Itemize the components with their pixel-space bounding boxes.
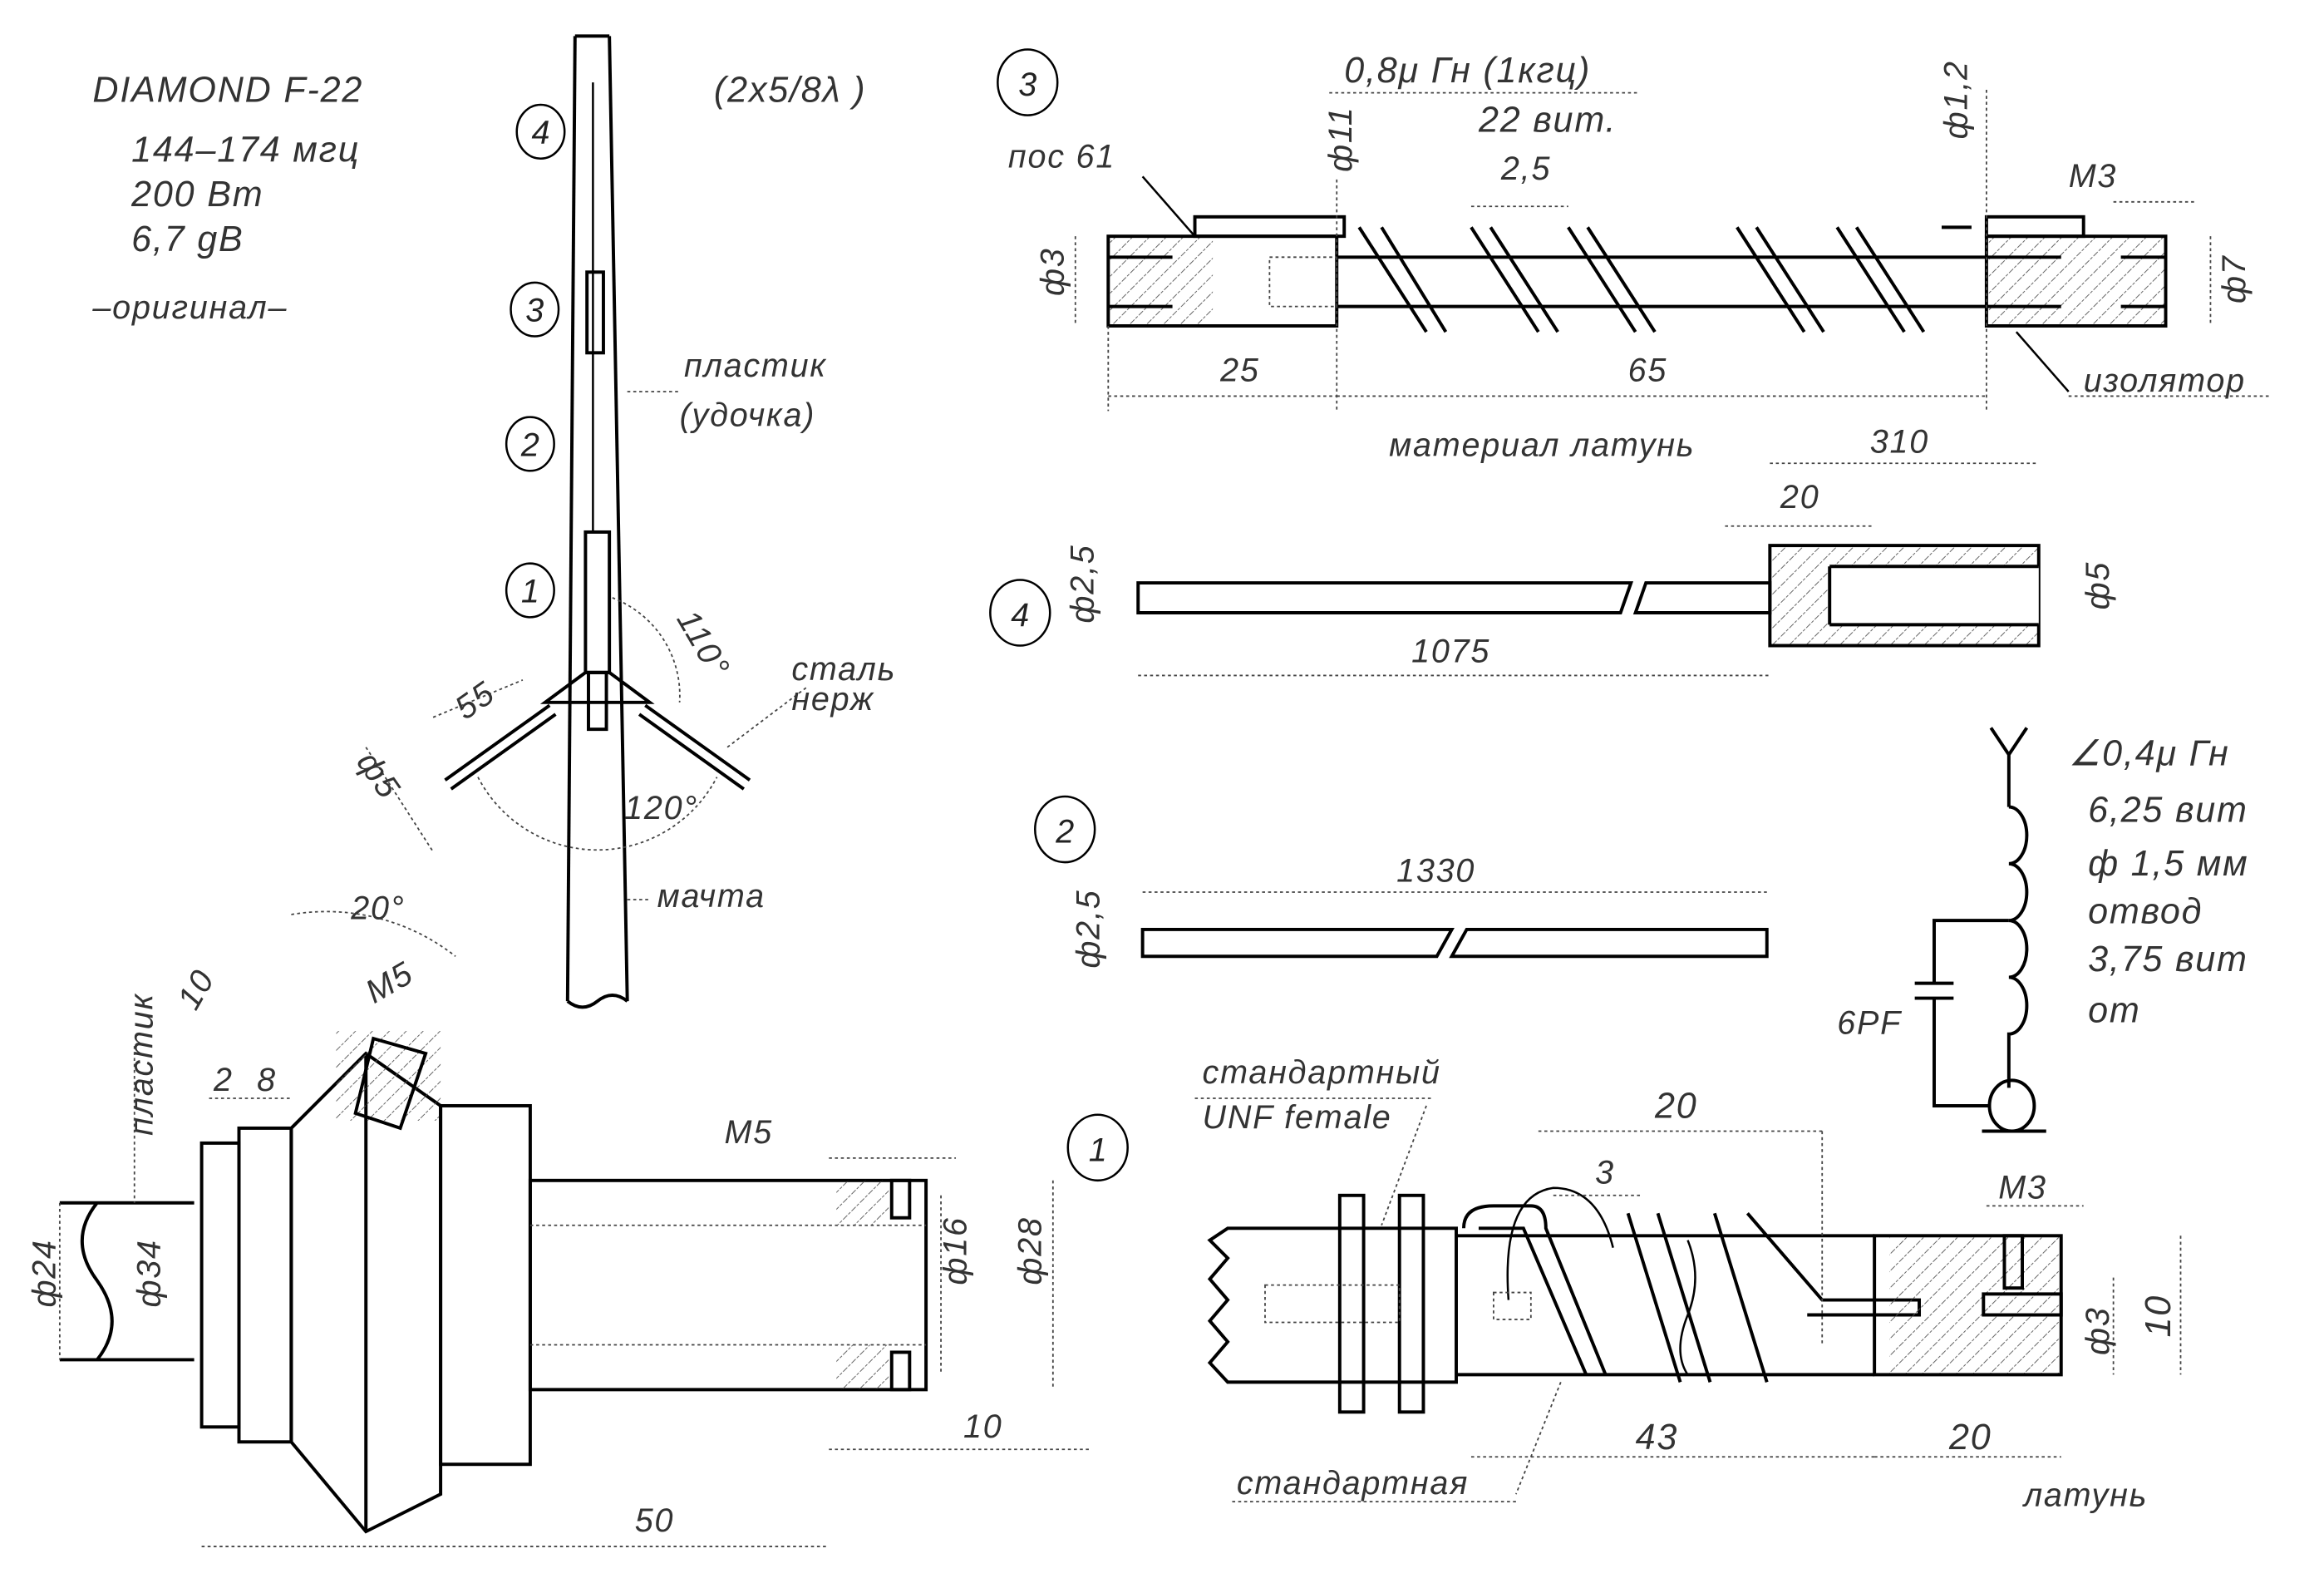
dim-angle-20: 20°: [350, 890, 405, 926]
dim-10-connector: 10: [2139, 1295, 2179, 1338]
dim-310: 310: [1870, 424, 1929, 461]
part4-rod: материал латунь 310 20 4 ф2,5 ф5 1075: [989, 424, 2116, 677]
freq-text: 144–174 мгц: [131, 130, 360, 170]
dim-m3-connector: М3: [1998, 1169, 2047, 1206]
dim-65: 65: [1628, 352, 1668, 388]
dim-d25: ф2,5: [1064, 544, 1100, 623]
dim-25: 25: [1219, 352, 1260, 388]
dim-10-angled: 10: [170, 963, 222, 1015]
dim-d34: ф34: [130, 1239, 167, 1307]
dim-d25-part2: ф2,5: [1071, 890, 1107, 969]
svg-text:1: 1: [1089, 1132, 1107, 1168]
insulator-label: изолятор: [2084, 362, 2246, 399]
svg-text:3: 3: [1018, 67, 1036, 103]
plastic-label: пластик: [684, 348, 827, 384]
power-text: 200 Вт: [130, 175, 263, 215]
part-label-2-detail: 2: [1034, 795, 1096, 864]
dim-m3: М3: [2069, 158, 2118, 195]
dim-m5: М5: [725, 1114, 774, 1151]
mast-label: мачта: [657, 878, 766, 915]
dim-1330: 1330: [1396, 852, 1475, 889]
part-label-1: 1: [505, 562, 555, 619]
dim-1075: 1075: [1411, 633, 1490, 669]
dim-10: 10: [963, 1408, 1003, 1445]
turns-text: 22 вит.: [1478, 100, 1617, 140]
dim-d28: ф28: [1012, 1216, 1048, 1285]
dim-50: 50: [635, 1502, 675, 1539]
svg-text:1: 1: [521, 573, 539, 609]
standard-label-2: стандартная: [1237, 1465, 1469, 1502]
gain-text: 6,7 gB: [131, 219, 244, 259]
dim-d11: ф11: [1322, 106, 1359, 171]
sch-tap-turns: 3,75 вит: [2088, 940, 2248, 979]
dim-pitch: 2,5: [1500, 150, 1551, 187]
plastic-label-base: пластик: [123, 993, 160, 1136]
sch-capacitor: 6PF: [1837, 1005, 1902, 1042]
svg-text:2: 2: [520, 427, 539, 463]
dim-d3-connector: ф3: [2080, 1306, 2116, 1355]
connector-detail: стандартный UNF female 20 3 М3 10 ф3 43 …: [1194, 1054, 2182, 1514]
radial-diameter: ф5: [350, 745, 408, 806]
model-title: DIAMOND F-22: [92, 70, 363, 110]
part-label-3-detail: 3: [997, 48, 1059, 116]
rod-label: (удочка): [680, 397, 816, 433]
sch-inductance: ∠0,4μ Гн: [2069, 733, 2230, 773]
dim-d24: ф24: [26, 1239, 62, 1307]
dim-20: 20: [1780, 479, 1820, 515]
svg-text:3: 3: [525, 293, 544, 329]
svg-text:4: 4: [1011, 597, 1029, 634]
part-label-4-detail: 4: [989, 579, 1051, 647]
matching-schematic: ∠0,4μ Гн 6,25 вит ф 1,5 мм отвод 3,75 ви…: [1837, 727, 2248, 1133]
original-text: –оригинал–: [91, 289, 288, 326]
unf-label: UNF female: [1203, 1099, 1392, 1136]
dim-20-bottom: 20: [1948, 1418, 1992, 1457]
brass-label: латунь: [2022, 1477, 2148, 1514]
sch-tap: отвод: [2088, 892, 2203, 932]
antenna-overview: 4 3 2 1 пластик (удочка) сталь нерж мачт…: [350, 34, 896, 1009]
stainless-label: нерж: [791, 681, 874, 718]
part2-rod: 2 1330 ф2,5: [1034, 795, 1769, 969]
radial-length: 55: [448, 674, 501, 727]
dim-d7: ф7: [2216, 254, 2253, 303]
sch-wire: ф 1,5 мм: [2088, 844, 2248, 884]
config-text: (2x5/8λ ): [714, 70, 867, 110]
part-label-1-detail: 1: [1066, 1113, 1129, 1182]
part3-coil: 3 0,8μ Гн (1кгц) 22 вит. пос 61 25 65 2,: [997, 48, 2271, 412]
svg-text:2: 2: [1055, 814, 1074, 851]
dim-43: 43: [1636, 1418, 1679, 1457]
material-label: материал латунь: [1389, 427, 1695, 463]
dim-20-top: 20: [1654, 1086, 1698, 1126]
dim-3: 3: [1595, 1154, 1615, 1191]
dim-d12: ф1,2: [1938, 60, 1975, 139]
angle-110: 110°: [670, 604, 737, 683]
standard-label: стандартный: [1203, 1054, 1441, 1091]
dim-d16: ф16: [938, 1216, 974, 1285]
sch-from: от: [2088, 990, 2140, 1030]
dim-8: 8: [257, 1062, 277, 1098]
spec-block: DIAMOND F-22 144–174 мгц 200 Вт 6,7 gB –…: [91, 70, 867, 326]
steel-label: сталь: [791, 651, 896, 688]
part-label-2: 2: [505, 416, 555, 472]
inductance-text: 0,8μ Гн (1кгц): [1344, 51, 1591, 91]
dim-2: 2: [213, 1062, 234, 1098]
part1-base: 1 пластик 20° 10 М5 2 8 М5 ф24 ф34 ф16: [26, 890, 1129, 1547]
dim-d5: ф5: [2080, 561, 2116, 610]
dim-d3: ф3: [1034, 247, 1071, 296]
angle-120: 120°: [624, 790, 698, 826]
pos-label: пос 61: [1008, 138, 1115, 175]
part-label-3: 3: [510, 281, 560, 338]
dim-m5-angled: М5: [359, 954, 420, 1010]
part-label-4: 4: [515, 103, 566, 160]
sch-turns: 6,25 вит: [2088, 791, 2248, 831]
svg-text:4: 4: [531, 115, 549, 151]
